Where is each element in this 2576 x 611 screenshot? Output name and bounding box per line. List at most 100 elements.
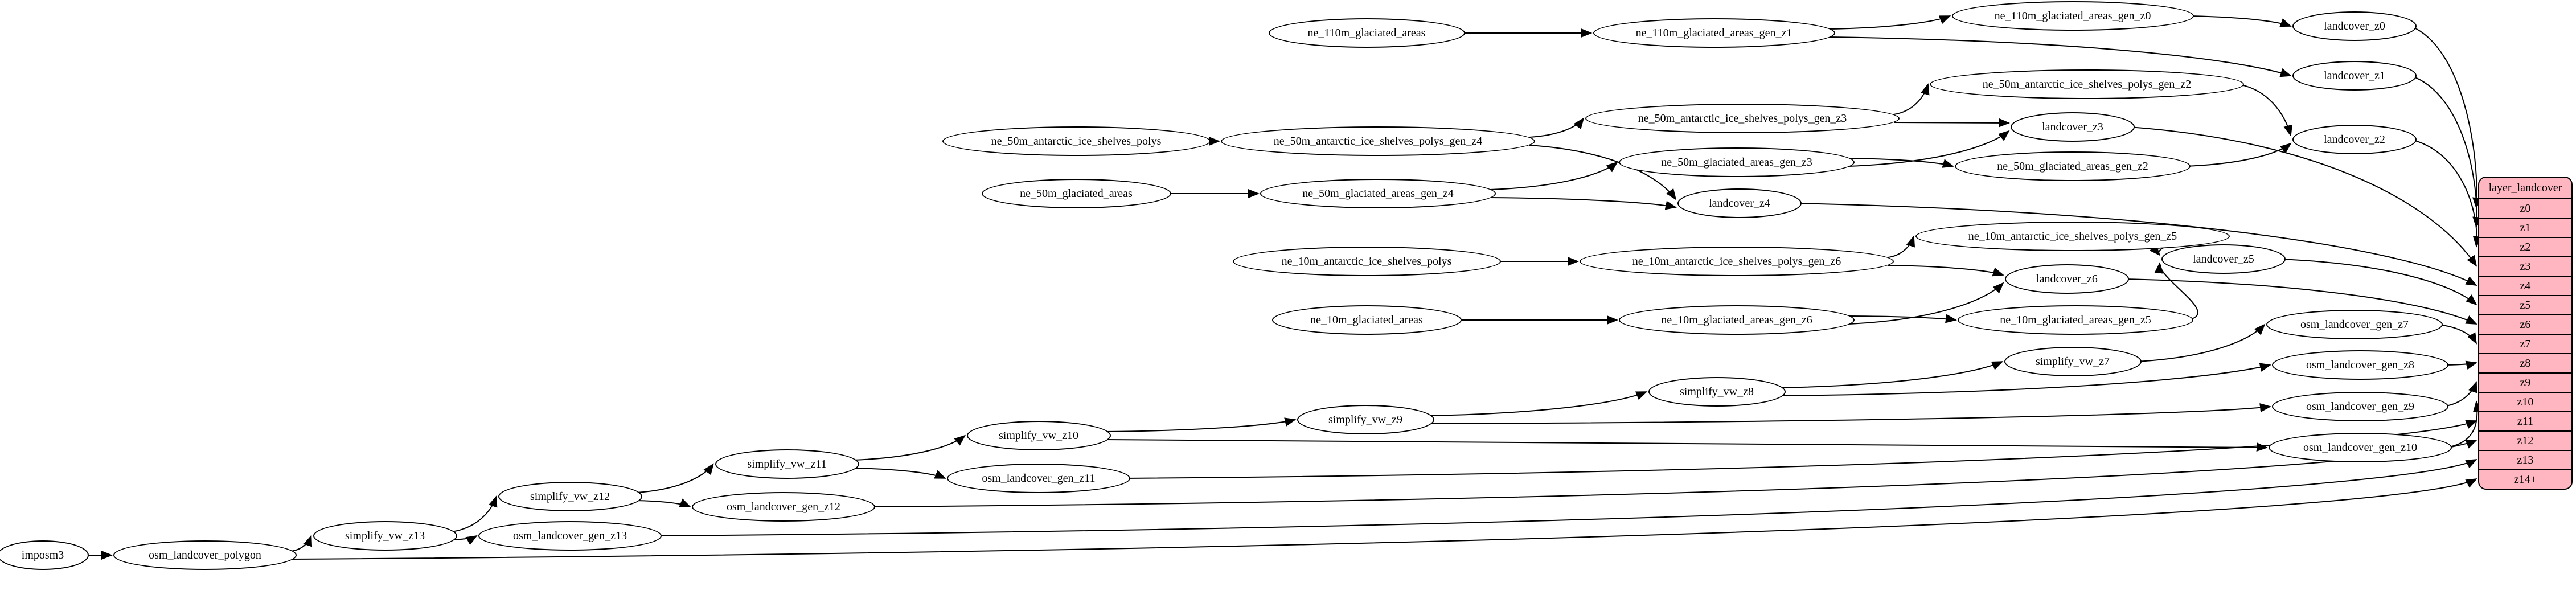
edge-landcover_z5-to-layer-row-z5 (2279, 259, 2477, 306)
node-label: landcover_z5 (2193, 252, 2254, 265)
node-ne_10m_glaciated_areas_gen_z5: ne_10m_glaciated_areas_gen_z5 (1958, 305, 2193, 335)
node-label: osm_landcover_gen_z7 (2300, 318, 2409, 331)
node-ne_10m_glaciated_areas_gen_z6: ne_10m_glaciated_areas_gen_z6 (1619, 305, 1855, 335)
node-ne_10m_glaciated_areas: ne_10m_glaciated_areas (1271, 305, 1462, 335)
node-label: ne_10m_glaciated_areas_gen_z6 (1661, 313, 1812, 326)
node-simplify_vw_z10: simplify_vw_z10 (966, 421, 1111, 450)
node-label: ne_50m_antarctic_ice_shelves_polys_gen_z… (1273, 134, 1483, 147)
node-ne_50m_antarctic_ice_shelves_polys_gen_z2: ne_50m_antarctic_ice_shelves_polys_gen_z… (1930, 69, 2244, 99)
edge-simplify_vw_z9-to-osm_landcover_gen_z9 (1428, 403, 2271, 424)
node-landcover_z6: landcover_z6 (2005, 264, 2129, 294)
node-label: ne_110m_glaciated_areas_gen_z1 (1635, 26, 1792, 39)
node-osm_landcover_gen_z13: osm_landcover_gen_z13 (478, 521, 662, 551)
node-label: ne_10m_glaciated_areas_gen_z5 (2000, 313, 2151, 326)
node-label: landcover_z3 (2042, 120, 2103, 133)
node-simplify_vw_z8: simplify_vw_z8 (1648, 377, 1786, 407)
node-ne_50m_antarctic_ice_shelves_polys: ne_50m_antarctic_ice_shelves_polys (942, 126, 1211, 156)
table-row-z10: z10 (2479, 392, 2571, 411)
node-label: landcover_z1 (2324, 69, 2385, 82)
edge-osm_landcover_gen_z10-to-layer-row-z10 (2446, 400, 2482, 448)
edge-landcover_z1-to-layer-row-z1 (2410, 75, 2482, 228)
node-simplify_vw_z11: simplify_vw_z11 (715, 449, 859, 479)
node-osm_landcover_gen_z7: osm_landcover_gen_z7 (2266, 310, 2443, 339)
node-ne_10m_antarctic_ice_shelves_polys_gen_z5: ne_10m_antarctic_ice_shelves_polys_gen_z… (1915, 222, 2230, 251)
node-osm_landcover_gen_z9: osm_landcover_gen_z9 (2272, 392, 2448, 421)
node-label: simplify_vw_z9 (1328, 413, 1402, 426)
table-row-z5: z5 (2479, 295, 2571, 314)
node-ne_110m_glaciated_areas_gen_z1: ne_110m_glaciated_areas_gen_z1 (1593, 18, 1835, 48)
table-row-z12: z12 (2479, 430, 2571, 450)
node-ne_50m_glaciated_areas: ne_50m_glaciated_areas (981, 179, 1171, 208)
table-row-z9: z9 (2479, 372, 2571, 392)
node-label: ne_50m_antarctic_ice_shelves_polys_gen_z… (1982, 77, 2192, 91)
node-label: landcover_z0 (2324, 19, 2385, 32)
edge-ne_50m_antarctic_ice_shelves_polys_gen_z4-to-ne_50m_antarctic_ice_shelves_polys_gen_z3 (1529, 117, 1585, 138)
node-ne_10m_antarctic_ice_shelves_polys: ne_10m_antarctic_ice_shelves_polys (1232, 247, 1501, 276)
edge-simplify_vw_z8-to-simplify_vw_z7 (1779, 361, 2004, 388)
edge-simplify_vw_z12-to-simplify_vw_z11 (636, 463, 714, 493)
node-label: ne_50m_glaciated_areas_gen_z3 (1661, 155, 1812, 169)
node-label: landcover_z6 (2036, 272, 2098, 285)
node-label: simplify_vw_z10 (999, 429, 1078, 442)
node-label: ne_50m_antarctic_ice_shelves_polys (991, 134, 1162, 147)
node-label: osm_landcover_gen_z12 (727, 500, 840, 513)
edge-osm_landcover_polygon-to-simplify_vw_z13 (290, 535, 313, 552)
node-osm_landcover_gen_z8: osm_landcover_gen_z8 (2272, 350, 2448, 380)
node-label: ne_10m_antarctic_ice_shelves_polys_gen_z… (1968, 229, 2177, 243)
table-row-z11: z11 (2479, 411, 2571, 430)
edge-simplify_vw_z12-to-osm_landcover_gen_z12 (636, 498, 691, 507)
node-ne_50m_glaciated_areas_gen_z4: ne_50m_glaciated_areas_gen_z4 (1260, 179, 1496, 208)
node-landcover_z3: landcover_z3 (2011, 112, 2135, 142)
node-osm_landcover_gen_z12: osm_landcover_gen_z12 (692, 492, 875, 522)
node-label: osm_landcover_gen_z9 (2306, 400, 2414, 413)
node-label: landcover_z4 (1709, 196, 1770, 210)
table-title: layer_landcover (2488, 181, 2562, 194)
node-osm_landcover_polygon: osm_landcover_polygon (113, 540, 297, 570)
node-landcover_z4: landcover_z4 (1677, 188, 1802, 218)
node-label: ne_110m_glaciated_areas_gen_z0 (1994, 9, 2151, 22)
node-ne_50m_antarctic_ice_shelves_polys_gen_z4: ne_50m_antarctic_ice_shelves_polys_gen_z… (1221, 126, 1535, 156)
edge-ne_50m_glaciated_areas_gen_z3-to-ne_50m_glaciated_areas_gen_z2 (1848, 158, 1954, 168)
edge-ne_110m_glaciated_areas_gen_z0-to-landcover_z0 (2188, 15, 2292, 27)
node-ne_50m_antarctic_ice_shelves_polys_gen_z3: ne_50m_antarctic_ice_shelves_polys_gen_z… (1585, 104, 1900, 133)
node-label: ne_50m_antarctic_ice_shelves_polys_gen_z… (1638, 112, 1847, 125)
table-row-z3: z3 (2479, 256, 2571, 276)
edge-osm_landcover_gen_z9-to-layer-row-z9 (2442, 381, 2477, 407)
edge-landcover_z0-to-layer-row-z0 (2410, 26, 2482, 209)
node-imposm3: imposm3 (0, 540, 89, 570)
node-osm_landcover_gen_z11: osm_landcover_gen_z11 (947, 464, 1130, 493)
node-ne_10m_antarctic_ice_shelves_polys_gen_z6: ne_10m_antarctic_ice_shelves_polys_gen_z… (1580, 247, 1894, 276)
node-label: ne_50m_glaciated_areas_gen_z4 (1302, 187, 1454, 200)
table-row-z8: z8 (2479, 353, 2571, 372)
node-simplify_vw_z9: simplify_vw_z9 (1297, 405, 1434, 434)
node-ne_110m_glaciated_areas: ne_110m_glaciated_areas (1268, 18, 1465, 48)
edge-ne_50m_antarctic_ice_shelves_polys_gen_z3-to-ne_50m_antarctic_ice_shelves_polys_gen_z2 (1893, 83, 1930, 115)
table-row-z0: z0 (2479, 198, 2571, 218)
edge-ne_110m_glaciated_areas_gen_z1-to-ne_110m_glaciated_areas_gen_z0 (1829, 15, 1951, 30)
node-simplify_vw_z7: simplify_vw_z7 (2004, 347, 2142, 376)
node-landcover_z2: landcover_z2 (2292, 125, 2417, 154)
table-row-z1: z1 (2479, 218, 2571, 237)
node-label: landcover_z2 (2324, 133, 2385, 146)
node-label: ne_10m_antarctic_ice_shelves_polys_gen_z… (1632, 255, 1841, 268)
edge-simplify_vw_z11-to-simplify_vw_z10 (853, 434, 966, 461)
node-label: osm_landcover_gen_z11 (982, 471, 1096, 485)
edge-ne_50m_glaciated_areas_gen_z2-to-landcover_z2 (2184, 142, 2292, 167)
node-label: simplify_vw_z8 (1680, 385, 1754, 398)
table-row-z7: z7 (2479, 334, 2571, 353)
node-label: ne_50m_glaciated_areas (1020, 187, 1133, 200)
node-simplify_vw_z12: simplify_vw_z12 (498, 482, 642, 511)
node-label: simplify_vw_z7 (2036, 355, 2110, 368)
node-osm_landcover_gen_z10: osm_landcover_gen_z10 (2269, 433, 2452, 462)
edge-ne_50m_antarctic_ice_shelves_polys_gen_z2-to-landcover_z2 (2238, 84, 2292, 137)
edge-ne_50m_glaciated_areas_gen_z4-to-ne_50m_glaciated_areas_gen_z3 (1490, 161, 1618, 190)
node-landcover_z0: landcover_z0 (2292, 11, 2417, 41)
table-row-z13: z13 (2479, 450, 2571, 469)
node-landcover_z1: landcover_z1 (2292, 61, 2417, 91)
node-label: ne_110m_glaciated_areas (1307, 26, 1426, 39)
node-ne_50m_glaciated_areas_gen_z3: ne_50m_glaciated_areas_gen_z3 (1619, 147, 1855, 177)
table-row-z6: z6 (2479, 314, 2571, 334)
edge-simplify_vw_z13-to-simplify_vw_z12 (451, 495, 498, 532)
